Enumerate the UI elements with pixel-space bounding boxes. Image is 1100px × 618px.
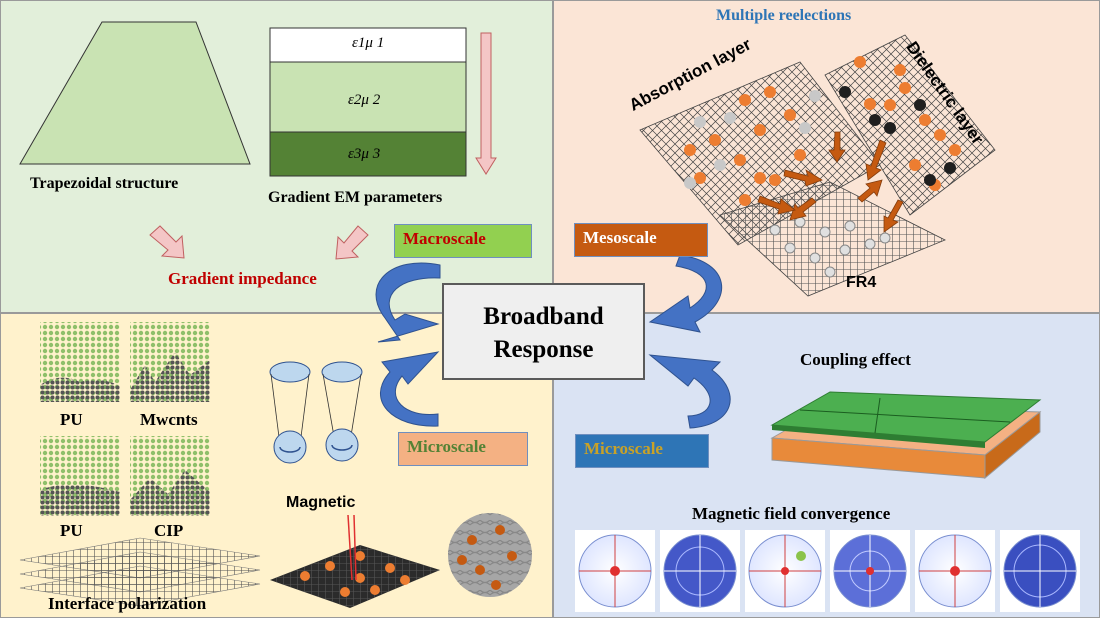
microscale-left-badge: Microscale — [398, 432, 528, 466]
mesoscale-badge: Mesoscale — [574, 223, 708, 257]
gradient-em-label: Gradient EM parameters — [268, 189, 443, 206]
trapezoid-shape — [19, 21, 251, 165]
cip-simulation — [130, 436, 210, 516]
pu-simulation-2 — [40, 436, 120, 516]
coupling-model — [770, 391, 1042, 480]
layer-1-label: ε1μ 1 — [352, 35, 385, 51]
absorption-layer-sheet — [639, 61, 881, 246]
cip-label: CIP — [154, 521, 184, 540]
pu-label-1: PU — [60, 410, 83, 429]
meso-curved-arrow — [648, 254, 723, 333]
magnetic-grid — [270, 514, 440, 608]
coupling-effect-label: Coupling effect — [800, 350, 911, 369]
macroscale-badge: Macroscale — [394, 224, 532, 258]
micro-right-curved-arrow — [648, 354, 731, 429]
center-line-2: Response — [493, 336, 594, 363]
magnetic-label: Magnetic — [286, 494, 356, 511]
pu-label-2: PU — [60, 521, 83, 540]
field-plots — [575, 530, 1080, 612]
layer-3-label: ε3μ 3 — [348, 146, 381, 162]
broadband-response-box: Broadband Response — [442, 283, 645, 380]
gradient-down-arrow — [475, 32, 497, 175]
micro-left-curved-arrow — [379, 351, 440, 427]
dielectric-layer-sheet — [824, 34, 996, 216]
gradient-layers — [269, 27, 467, 177]
fr4-sheet — [719, 181, 946, 297]
spin-diagram — [269, 361, 363, 464]
mwcnts-label: Mwcnts — [140, 410, 198, 429]
multiple-reflections-title: Multiple reelections — [716, 7, 852, 24]
fiber-sphere — [448, 513, 532, 597]
reflection-arrows — [757, 131, 904, 233]
layer-2-label: ε2μ 2 — [348, 92, 381, 108]
pu-simulation-1 — [40, 322, 120, 402]
impedance-arrow-left — [149, 225, 185, 259]
macro-curved-arrow — [375, 262, 441, 343]
interface-polarization-label: Interface polarization — [48, 594, 207, 613]
microscale-right-badge: Microscale — [575, 434, 709, 468]
gradient-impedance-label: Gradient impedance — [168, 269, 317, 288]
interface-polarization-sheets — [19, 537, 261, 607]
fr4-label: FR4 — [846, 274, 877, 291]
impedance-arrow-right — [335, 225, 369, 260]
mwcnts-simulation — [130, 322, 210, 402]
trapezoid-label: Trapezoidal structure — [30, 175, 179, 192]
field-convergence-label: Magnetic field convergence — [692, 504, 891, 523]
center-line-1: Broadband — [483, 303, 604, 330]
